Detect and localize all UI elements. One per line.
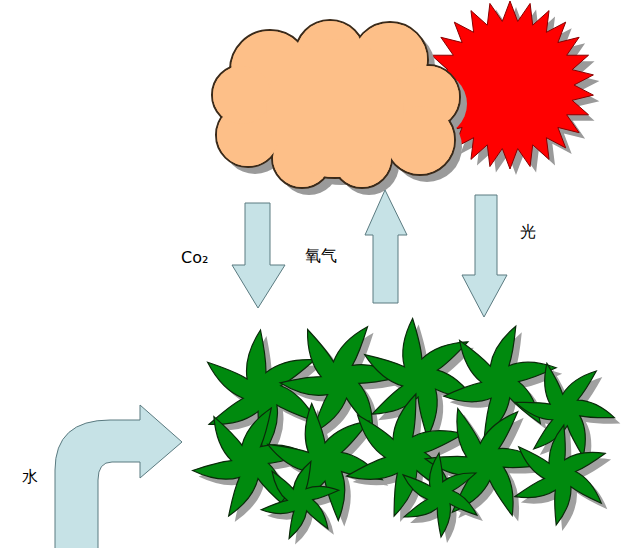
leaf <box>280 327 400 434</box>
water-arrow <box>55 405 182 548</box>
cloud-fill <box>213 66 271 124</box>
leaf <box>515 425 605 525</box>
oxygen-arrow <box>365 190 407 303</box>
leaf <box>403 453 477 537</box>
arrow-label: 氧气 <box>305 246 337 265</box>
arrow-label: Co₂ <box>181 248 208 267</box>
cloud-fill <box>266 39 404 177</box>
leaf <box>261 462 339 539</box>
arrow-label: 光 <box>520 222 536 241</box>
plants <box>193 319 621 545</box>
cloud <box>212 20 467 195</box>
light-arrow <box>462 195 507 317</box>
arrow-label: 水 <box>22 467 38 486</box>
flow-arrows <box>55 190 507 548</box>
co2-arrow <box>232 203 285 308</box>
